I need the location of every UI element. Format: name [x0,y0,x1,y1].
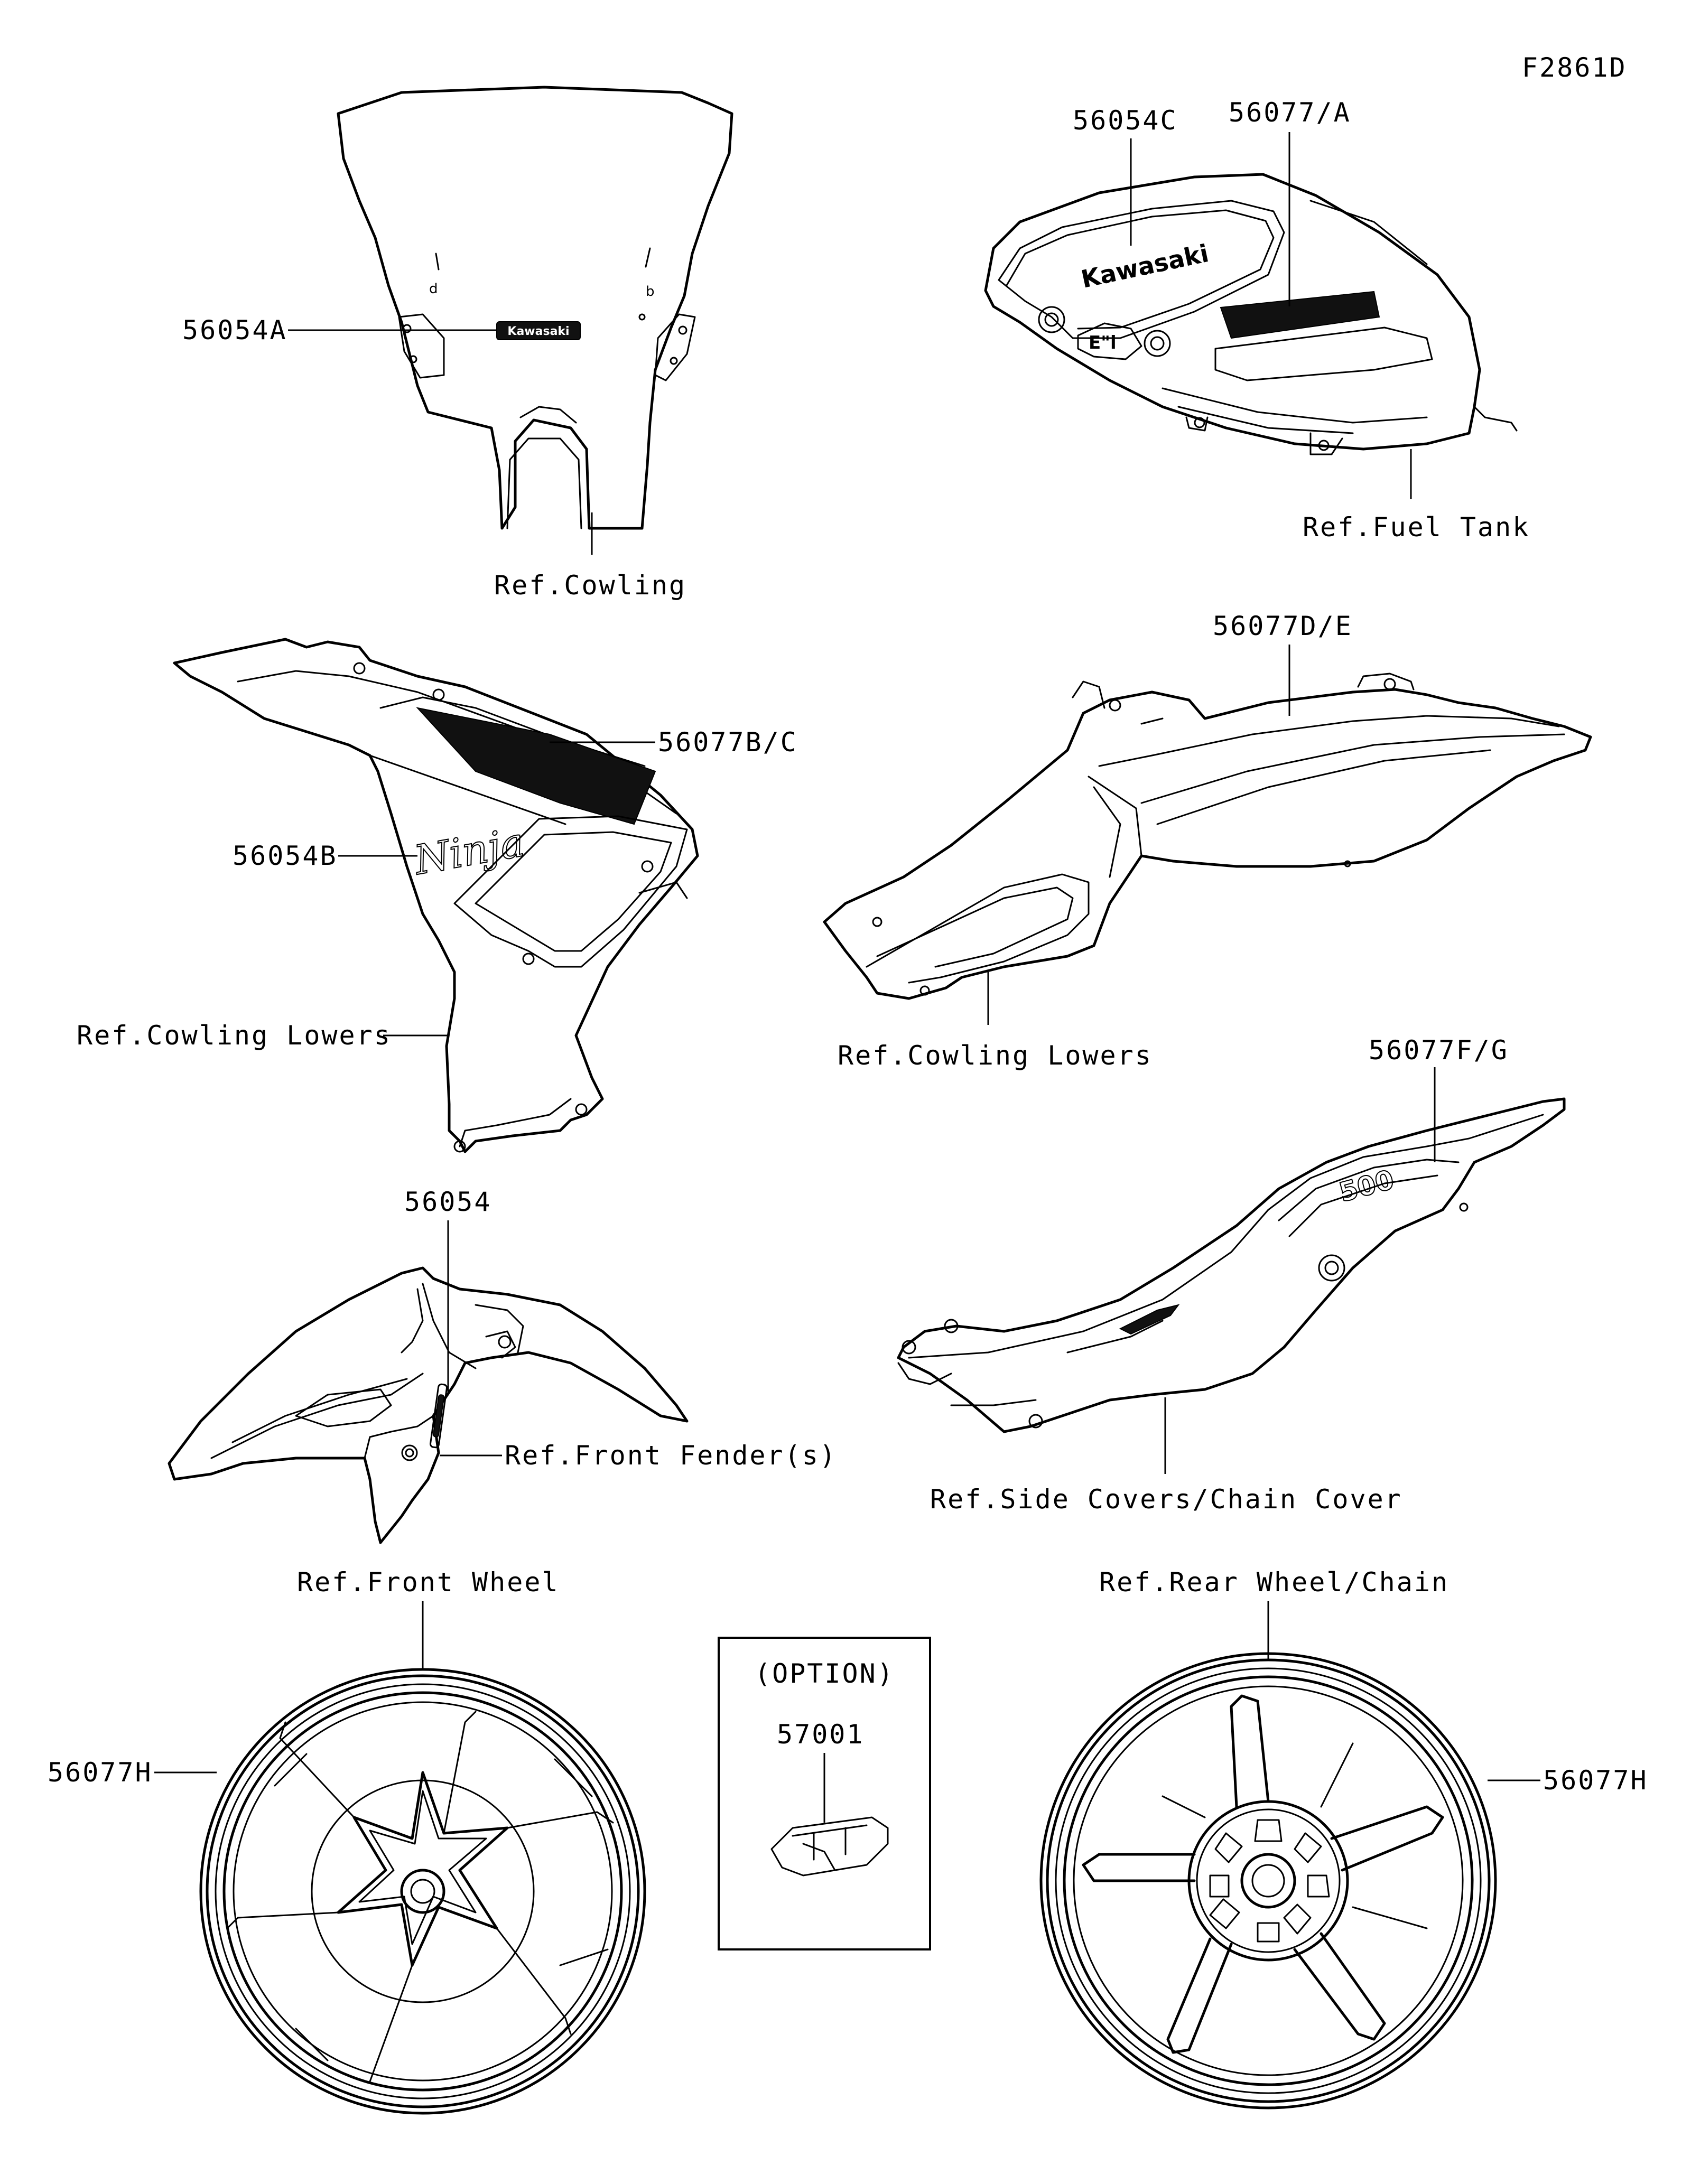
svg-text:d: d [429,281,438,297]
ref-rear-wheel: Ref.Rear Wheel/Chain [1099,1567,1449,1598]
front-wheel-part [199,1668,646,2115]
svg-text:b: b [646,284,655,300]
fuel-tank-part: E"i Kawasaki [984,173,1518,455]
callout-56054a: 56054A [182,315,287,346]
callout-56077h-rear: 56077H [1543,1765,1648,1796]
ref-cowling: Ref.Cowling [494,570,686,601]
callout-56077a: 56077/A [1229,97,1351,128]
ref-cowling-lowers-right: Ref.Cowling Lowers [838,1040,1153,1071]
rear-wheel-part [1039,1652,1497,2110]
option-clip-part [770,1816,889,1877]
option-box: (OPTION) 57001 [718,1637,931,1950]
ref-cowling-lowers-left: Ref.Cowling Lowers [77,1020,392,1051]
right-cowling-part [823,673,1592,1000]
left-cowling-part: Ninja [173,638,699,1153]
ref-front-wheel: Ref.Front Wheel [297,1567,560,1598]
callout-56054: 56054 [404,1187,492,1217]
windshield-part: d b Kawasaki [337,86,733,530]
ref-side-covers: Ref.Side Covers/Chain Cover [930,1484,1402,1515]
ref-front-fender: Ref.Front Fender(s) [505,1440,837,1471]
callout-56077h-front: 56077H [48,1757,153,1788]
callout-56077fg: 56077F/G [1369,1035,1509,1066]
callout-56077de: 56077D/E [1213,611,1353,641]
ref-fuel-tank: Ref.Fuel Tank [1303,512,1530,543]
tank-logo-text: Kawasaki [1079,239,1211,294]
option-part-number: 57001 [777,1719,865,1750]
option-title: (OPTION) [755,1658,895,1689]
callout-56054c: 56054C [1073,105,1178,136]
callout-56054b: 56054B [233,841,338,871]
side-cover-part: 500 [897,1097,1566,1433]
side-cover-logo-text: 500 [1336,1164,1397,1208]
cowl-logo-text: Ninja [410,818,528,884]
figure-id: F2861D [1522,52,1627,83]
windshield-logo-text: Kawasaki [507,325,569,338]
callout-56077bc: 56077B/C [658,727,798,758]
front-fender-part [168,1266,689,1544]
svg-text:E"i: E"i [1089,332,1117,353]
